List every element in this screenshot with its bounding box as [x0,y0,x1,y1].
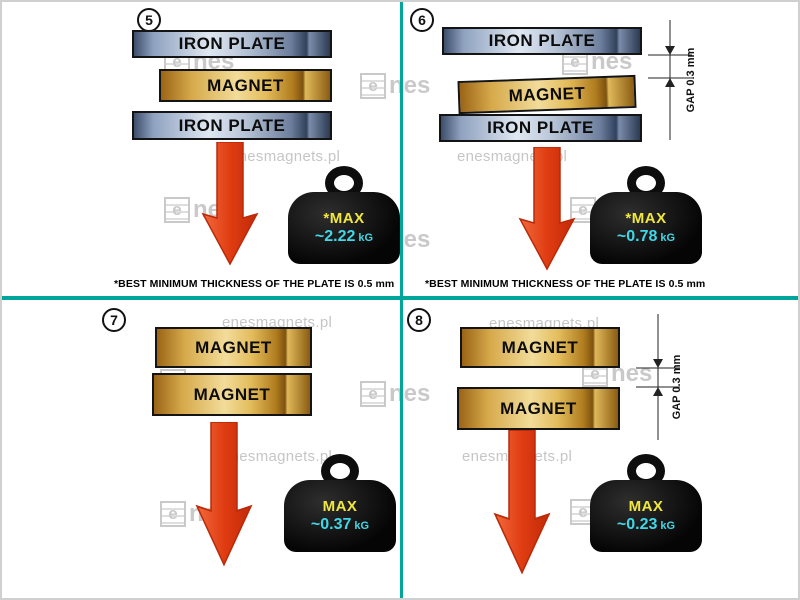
force-arrow-icon [201,142,259,266]
footnote: *BEST MINIMUM THICKNESS OF THE PLATE IS … [114,278,394,290]
magnet-label: MAGNET [207,75,284,95]
footnote-bold: 0.5 mm [668,278,706,290]
magnet-block-top: MAGNET [155,327,312,368]
iron-plate-top: IRON PLATE [132,30,332,58]
panel-number-badge: 7 [102,308,126,332]
panel-number-badge: 5 [137,8,161,32]
weight-max-label: *MAX [323,210,365,227]
magnet-block-bottom: MAGNET [152,373,312,416]
weight-number: ~0.78 [616,228,658,245]
panel-number-badge: 6 [410,8,434,32]
weight-max-label: MAX [628,498,664,515]
force-arrow-icon [518,147,576,271]
magnet-block: MAGNET [457,74,637,115]
footnote-text: *BEST MINIMUM THICKNESS OF THE PLATE IS [114,278,355,290]
enes-logo-icon: e [164,197,190,223]
panel-5: 5 IRON PLATE MAGNET IRON PLATE *MAX ~2.2… [2,2,400,296]
enes-logo-icon: e [160,501,186,527]
magnet-block: MAGNET [159,69,332,102]
gap-dimension-lines [648,20,692,140]
weight-max-label: MAX [322,498,358,515]
force-arrow-icon [493,430,551,575]
weight-number: ~2.22 [314,228,356,245]
footnote-bold: 0.5 mm [357,278,395,290]
weight-unit: kG [660,520,676,532]
watermark-site: enesmagnets.pl [222,314,333,331]
weight-unit: kG [660,232,676,244]
gap-label: GAP 0.3 mm [685,47,697,113]
panel-6: 6 IRON PLATE MAGNET IRON PLATE GAP 0.3 m… [403,2,798,296]
magnet-label: MAGNET [500,398,577,418]
weight-unit: kG [354,520,370,532]
iron-plate-top: IRON PLATE [442,27,642,55]
vertical-divider [400,2,403,598]
enes-logo-icon: e [360,73,386,99]
watermark-site: enesmagnets.pl [230,148,341,165]
iron-plate-label: IRON PLATE [178,34,286,53]
gap-label: GAP 0.3 mm [671,354,683,420]
horizontal-divider [2,296,798,300]
magnet-label: MAGNET [501,337,579,357]
magnet-block-bottom: MAGNET [457,387,620,430]
magnet-block-top: MAGNET [460,327,620,368]
footnote-text: *BEST MINIMUM THICKNESS OF THE PLATE IS [425,278,666,290]
iron-plate-bottom: IRON PLATE [439,114,642,142]
weight-number: ~0.37 [310,516,352,533]
enes-logo-icon: e [360,381,386,407]
iron-plate-label: IRON PLATE [178,115,286,135]
gap-dimension-lines [636,314,680,440]
enes-logo-text: nes [389,380,431,407]
weight-unit: kG [358,232,374,244]
watermark-site: enesmagnets.pl [222,448,333,465]
magnet-label: MAGNET [195,337,272,357]
force-arrow-icon [195,422,253,567]
iron-plate-label: IRON PLATE [487,118,594,137]
weight-max-label: *MAX [625,210,667,227]
iron-plate-label: IRON PLATE [488,31,596,50]
magnet-label: MAGNET [193,384,271,404]
enes-logo-text: nes [389,72,431,99]
footnote: *BEST MINIMUM THICKNESS OF THE PLATE IS … [425,278,705,290]
panel-number-badge: 8 [407,308,431,332]
weight-number: ~0.23 [616,516,658,533]
iron-plate-bottom: IRON PLATE [132,111,332,140]
magnet-label: MAGNET [508,83,586,105]
